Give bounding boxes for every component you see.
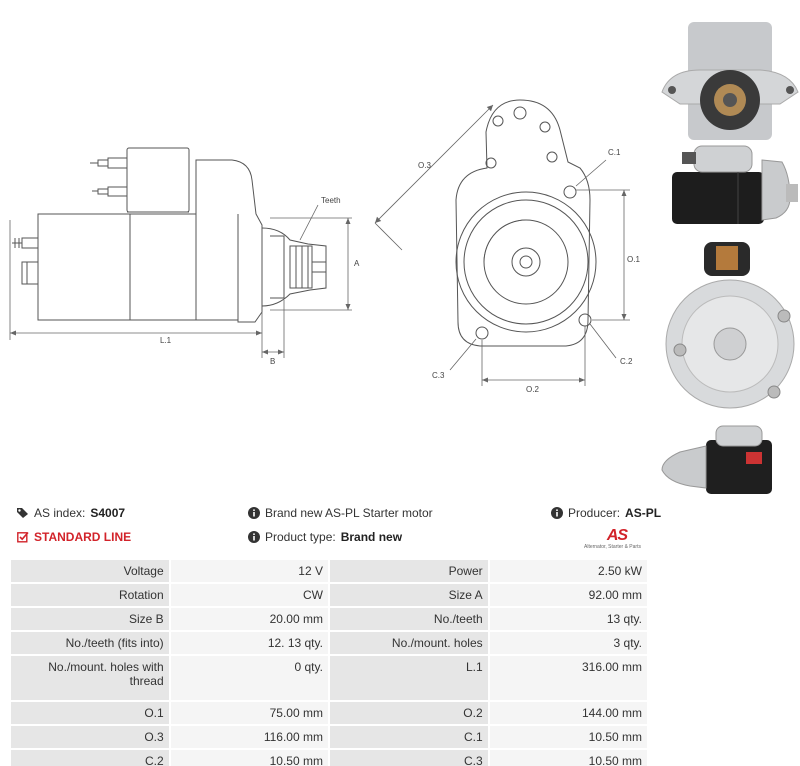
label-a: A	[354, 259, 360, 268]
front-view-arrowheads	[375, 105, 627, 383]
info-icon	[247, 531, 260, 544]
producer-row: Producer: AS-PL	[550, 506, 661, 520]
side-view-drawing	[12, 147, 327, 323]
technical-drawings: Teeth A L.1 B O.3 C.1 O.1 C.2 C.3 O.2	[9, 22, 799, 494]
photo-rear-view	[665, 242, 795, 409]
photo-angled-view	[661, 425, 772, 494]
spec-label: No./teeth	[329, 608, 488, 630]
spec-value: 10.50 mm	[170, 750, 328, 766]
info-icon	[247, 507, 260, 520]
checkbox-checked-icon	[16, 531, 29, 544]
label-o2: O.2	[526, 385, 539, 394]
spec-value: 75.00 mm	[170, 702, 328, 724]
spec-value: 13 qty.	[489, 608, 647, 630]
table-row: Rotation CW Size A 92.00 mm	[11, 584, 647, 606]
as-logo: AS Alternator, Starter & Parts	[584, 528, 650, 556]
table-row: Size B 20.00 mm No./teeth 13 qty.	[11, 608, 647, 630]
spec-label: Size B	[11, 608, 169, 630]
spec-value: 10.50 mm	[489, 750, 647, 766]
spec-value: 316.00 mm	[489, 656, 647, 700]
label-o3: O.3	[418, 161, 431, 170]
side-view-arrowheads	[10, 218, 351, 355]
spec-label: Voltage	[11, 560, 169, 582]
label-o1: O.1	[627, 255, 640, 264]
spec-label: No./mount. holes with thread	[11, 656, 169, 700]
producer-label: Producer:	[568, 506, 621, 520]
specs-table: Voltage 12 V Power 2.50 kW Rotation CW S…	[9, 558, 649, 766]
producer-value: AS-PL	[625, 506, 662, 520]
spec-label: O.1	[11, 702, 169, 724]
label-b: B	[270, 357, 275, 366]
product-info: AS index: S4007 STANDARD LINE Brand new …	[12, 502, 788, 554]
spec-label: No./teeth (fits into)	[11, 632, 169, 654]
standard-line-row: STANDARD LINE	[16, 530, 131, 544]
spec-label: Rotation	[11, 584, 169, 606]
spec-label: O.3	[11, 726, 169, 748]
spec-value: 10.50 mm	[489, 726, 647, 748]
front-view-drawing	[455, 99, 597, 347]
product-type-value: Brand new	[340, 530, 403, 544]
spec-value: 20.00 mm	[170, 608, 328, 630]
logo-tagline: Alternator, Starter & Parts	[584, 544, 641, 550]
spec-label: C.1	[329, 726, 488, 748]
spec-value: 12. 13 qty.	[170, 632, 328, 654]
spec-value: 2.50 kW	[489, 560, 647, 582]
label-c3: C.3	[432, 371, 445, 380]
info-icon	[550, 507, 563, 520]
spec-label: Power	[329, 560, 488, 582]
drawings-svg: Teeth A L.1 B O.3 C.1 O.1 C.2 C.3 O.2	[9, 22, 799, 494]
spec-value: 116.00 mm	[170, 726, 328, 748]
spec-label: No./mount. holes	[329, 632, 488, 654]
as-index-row: AS index: S4007	[16, 506, 125, 520]
logo-mark: AS	[606, 527, 628, 544]
spec-value: 0 qty.	[170, 656, 328, 700]
spec-value: 92.00 mm	[489, 584, 647, 606]
spec-label: Size A	[329, 584, 488, 606]
spec-value: 12 V	[170, 560, 328, 582]
product-type-label: Product type:	[265, 530, 336, 544]
spec-label: O.2	[329, 702, 488, 724]
table-row: O.1 75.00 mm O.2 144.00 mm	[11, 702, 647, 724]
spec-value: 144.00 mm	[489, 702, 647, 724]
side-view-dimensions	[9, 204, 352, 358]
description-row: Brand new AS-PL Starter motor	[247, 506, 433, 520]
label-c2: C.2	[620, 357, 633, 366]
spec-label: L.1	[329, 656, 488, 700]
table-row: C.2 10.50 mm C.3 10.50 mm	[11, 750, 647, 766]
table-row: No./teeth (fits into) 12. 13 qty. No./mo…	[11, 632, 647, 654]
label-teeth: Teeth	[321, 196, 341, 205]
front-view-dimensions	[374, 104, 630, 386]
photo-front-view	[661, 22, 799, 140]
label-c1: C.1	[608, 148, 621, 157]
spec-label: C.2	[11, 750, 169, 766]
tag-icon	[16, 507, 29, 520]
table-row: Voltage 12 V Power 2.50 kW	[11, 560, 647, 582]
table-row: O.3 116.00 mm C.1 10.50 mm	[11, 726, 647, 748]
product-description: Brand new AS-PL Starter motor	[265, 506, 433, 520]
photo-side-view	[672, 145, 798, 224]
as-index-value: S4007	[90, 506, 126, 520]
as-index-label: AS index:	[34, 506, 86, 520]
product-type-row: Product type: Brand new	[247, 530, 402, 544]
label-l1: L.1	[160, 336, 172, 345]
spec-label: C.3	[329, 750, 488, 766]
spec-value: CW	[170, 584, 328, 606]
standard-line-label: STANDARD LINE	[34, 530, 132, 544]
table-row: No./mount. holes with thread 0 qty. L.1 …	[11, 656, 647, 700]
spec-value: 3 qty.	[489, 632, 647, 654]
